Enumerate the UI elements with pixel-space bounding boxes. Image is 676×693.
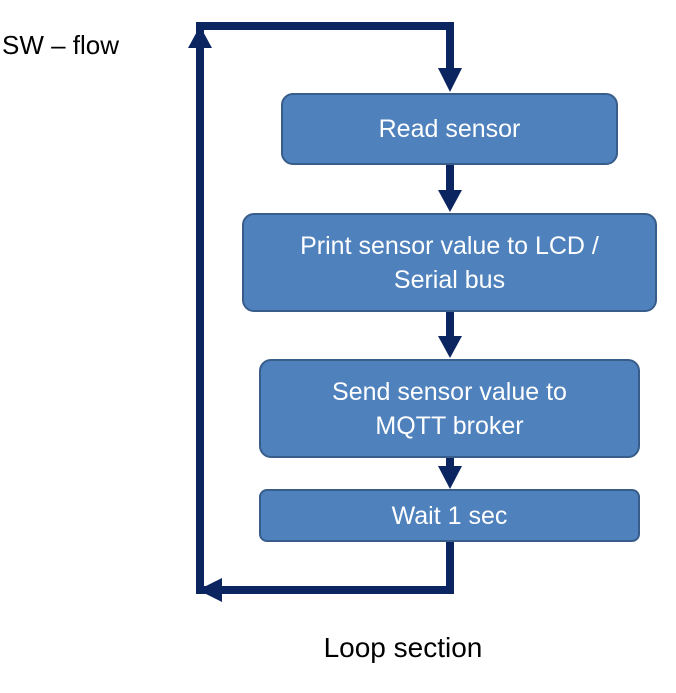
step-print-sensor-value: Print sensor value to LCD / Serial bus bbox=[242, 213, 657, 312]
loop-back-line bbox=[196, 22, 454, 594]
arrow-read-to-print bbox=[438, 190, 462, 212]
step-read-sensor-label: Read sensor bbox=[378, 115, 521, 143]
step-send-line-1: Send sensor value to bbox=[332, 377, 567, 406]
step-send-sensor-value: Send sensor value to MQTT broker bbox=[259, 359, 640, 458]
loop-section-caption: Loop section bbox=[323, 632, 483, 663]
arrow-into-read-sensor bbox=[438, 68, 462, 92]
diagram-title: SW – flow bbox=[2, 30, 120, 60]
step-print-line-2: Serial bus bbox=[393, 265, 506, 294]
step-print-sensor-value-label: Print sensor value to LCD / Serial bus bbox=[300, 229, 599, 297]
step-read-sensor: Read sensor bbox=[281, 93, 618, 165]
step-wait: Wait 1 sec bbox=[259, 489, 640, 542]
arrow-send-to-wait bbox=[438, 466, 462, 489]
loop-left-arrowhead bbox=[198, 578, 222, 602]
step-wait-label: Wait 1 sec bbox=[391, 501, 508, 530]
step-send-sensor-value-label: Send sensor value to MQTT broker bbox=[332, 375, 567, 443]
step-send-line-2: MQTT broker bbox=[375, 411, 524, 440]
arrow-print-to-send bbox=[438, 336, 462, 358]
loop-up-arrowhead bbox=[188, 26, 212, 48]
step-print-line-1: Print sensor value to LCD / bbox=[300, 231, 599, 260]
